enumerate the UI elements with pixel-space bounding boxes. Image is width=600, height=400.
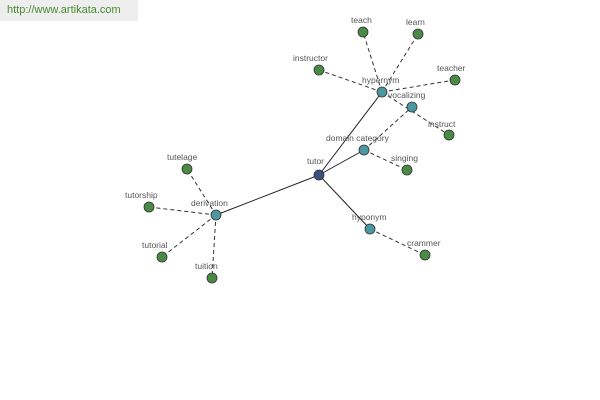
edge-tutor-derivation bbox=[215, 174, 320, 216]
edge-domain-category-vocalizing bbox=[363, 106, 413, 151]
node-label-hyponym: hyponym bbox=[352, 212, 387, 222]
nodes-layer: tutor hypernym vocalizing domain category hy… bbox=[125, 15, 466, 284]
node-label-singing: singing bbox=[391, 153, 418, 163]
node-vocalizing[interactable]: vocalizing bbox=[388, 90, 426, 113]
edge-hyponym-crammer bbox=[369, 228, 426, 256]
node-tutelage[interactable]: tutelage bbox=[167, 152, 198, 175]
node-learn[interactable]: learn bbox=[406, 17, 425, 40]
edge-hypernym-instruct bbox=[381, 91, 450, 136]
edge-hypernym-learn bbox=[381, 33, 419, 93]
node-marker-singing[interactable] bbox=[401, 164, 413, 176]
node-label-teach: teach bbox=[351, 15, 372, 25]
edge-hypernym-teacher bbox=[381, 79, 456, 93]
edge-derivation-tutorial bbox=[161, 214, 217, 258]
node-label-learn: learn bbox=[406, 17, 425, 27]
node-label-hypernym: hypernym bbox=[362, 75, 399, 85]
node-marker-tutelage[interactable] bbox=[181, 163, 193, 175]
node-hyponym[interactable]: hyponym bbox=[352, 212, 387, 235]
node-tutorship[interactable]: tutorship bbox=[125, 190, 158, 213]
node-hypernym[interactable]: hypernym bbox=[362, 75, 399, 98]
node-marker-instruct[interactable] bbox=[443, 129, 455, 141]
node-marker-hyponym[interactable] bbox=[364, 223, 376, 235]
edge-derivation-tutelage bbox=[186, 168, 217, 216]
node-domain-category[interactable]: domain category bbox=[326, 133, 390, 156]
node-label-tutelage: tutelage bbox=[167, 152, 198, 162]
node-tutorial[interactable]: tutorial bbox=[142, 240, 168, 263]
edge-domain-category-singing bbox=[363, 149, 408, 171]
node-tutor[interactable]: tutor bbox=[307, 156, 325, 181]
edge-tutor-domain-category bbox=[318, 149, 365, 176]
node-singing[interactable]: singing bbox=[391, 153, 418, 176]
edge-tutor-hypernym bbox=[318, 91, 383, 176]
node-tuition[interactable]: tuition bbox=[195, 261, 218, 284]
node-marker-tuition[interactable] bbox=[206, 272, 218, 284]
node-label-tutorship: tutorship bbox=[125, 190, 158, 200]
node-marker-teach[interactable] bbox=[357, 26, 369, 38]
node-label-tuition: tuition bbox=[195, 261, 218, 271]
edge-derivation-tuition bbox=[211, 214, 217, 279]
node-label-teacher: teacher bbox=[437, 63, 466, 73]
edge-tutor-hyponym bbox=[318, 174, 371, 230]
node-label-vocalizing: vocalizing bbox=[388, 90, 426, 100]
source-link[interactable]: http://www.artikata.com bbox=[0, 0, 138, 21]
node-derivation[interactable]: derivation bbox=[191, 198, 228, 221]
node-teacher[interactable]: teacher bbox=[437, 63, 466, 86]
node-marker-domain-category[interactable] bbox=[358, 144, 370, 156]
node-instructor[interactable]: instructor bbox=[293, 53, 328, 76]
node-marker-learn[interactable] bbox=[412, 28, 424, 40]
node-marker-tutorial[interactable] bbox=[156, 251, 168, 263]
node-label-domain-category: domain category bbox=[326, 133, 390, 143]
node-label-instructor: instructor bbox=[293, 53, 328, 63]
node-label-crammer: crammer bbox=[407, 238, 441, 248]
edges-layer bbox=[148, 31, 456, 279]
node-marker-hypernym[interactable] bbox=[376, 86, 388, 98]
node-instruct[interactable]: instruct bbox=[428, 119, 456, 141]
node-marker-instructor[interactable] bbox=[313, 64, 325, 76]
edge-derivation-tutorship bbox=[148, 206, 217, 216]
node-marker-tutor[interactable] bbox=[313, 169, 325, 181]
node-marker-derivation[interactable] bbox=[210, 209, 222, 221]
edge-hypernym-teach bbox=[362, 31, 383, 93]
node-label-tutor: tutor bbox=[307, 156, 324, 166]
node-marker-tutorship[interactable] bbox=[143, 201, 155, 213]
node-crammer[interactable]: crammer bbox=[407, 238, 441, 261]
node-label-instruct: instruct bbox=[428, 119, 456, 129]
node-teach[interactable]: teach bbox=[351, 15, 372, 38]
node-marker-teacher[interactable] bbox=[449, 74, 461, 86]
node-label-derivation: derivation bbox=[191, 198, 228, 208]
node-label-tutorial: tutorial bbox=[142, 240, 168, 250]
node-marker-crammer[interactable] bbox=[419, 249, 431, 261]
node-marker-vocalizing[interactable] bbox=[406, 101, 418, 113]
